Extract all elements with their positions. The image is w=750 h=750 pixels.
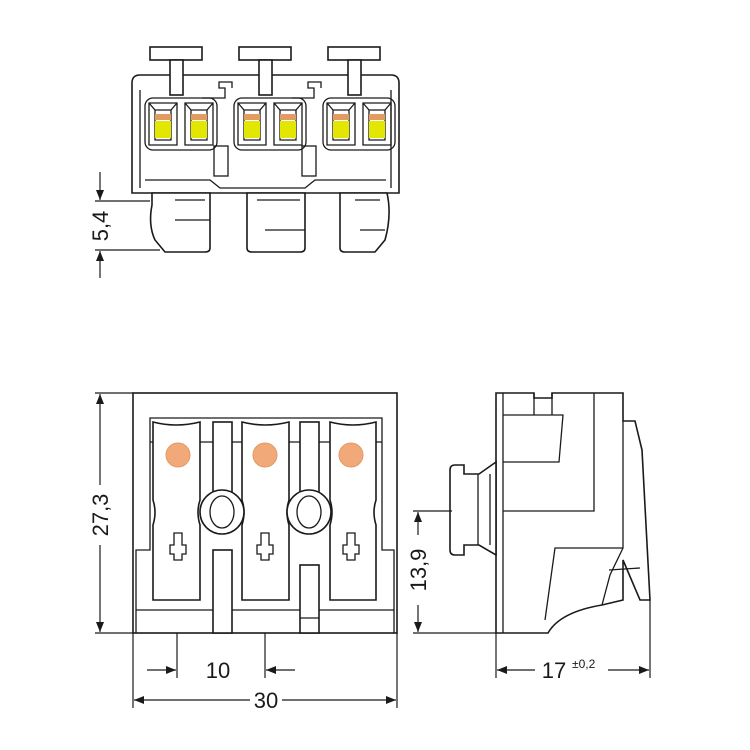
dimension-label-depth: 17 xyxy=(542,658,566,683)
contact-stripe xyxy=(333,114,349,120)
dimension-label-top-offset: 5,4 xyxy=(88,211,113,242)
front-view: 27,3 10 30 xyxy=(88,392,398,713)
top-view: 5,4 xyxy=(88,46,400,278)
dimension-pitch: 10 xyxy=(147,633,295,683)
contact-indicator xyxy=(280,121,296,138)
release-buttons xyxy=(149,46,381,61)
contact-stripe xyxy=(280,114,296,120)
wire-entry-windows xyxy=(144,97,396,151)
contact-indicator xyxy=(369,121,385,138)
screw-slots xyxy=(199,421,332,634)
dimension-label-pitch: 10 xyxy=(206,658,230,683)
dimension-width: 30 xyxy=(132,633,398,713)
mounting-plug xyxy=(449,460,497,557)
contact-indicator xyxy=(155,121,171,138)
contact-indicator xyxy=(191,121,207,138)
side-view: 13,9 17 ±0,2 xyxy=(406,392,651,683)
contact-stripe xyxy=(191,114,207,120)
pin-symbols xyxy=(169,532,360,561)
contact-stripe xyxy=(244,114,260,120)
dimension-label-mount-height: 13,9 xyxy=(406,549,431,592)
contact-stripe xyxy=(369,114,385,120)
test-markers xyxy=(165,442,364,468)
contact-indicator xyxy=(244,121,260,138)
terminals xyxy=(152,420,377,601)
mounting-feet xyxy=(149,192,390,253)
dimension-depth: 17 ±0,2 xyxy=(495,600,651,683)
dimension-top-offset: 5,4 xyxy=(88,172,160,278)
dimension-label-width: 30 xyxy=(254,688,278,713)
contact-indicator xyxy=(333,121,349,138)
dimension-mount-height: 13,9 xyxy=(406,510,496,634)
dimension-height: 27,3 xyxy=(88,392,133,634)
contact-stripe xyxy=(155,114,171,120)
dimension-label-height: 27,3 xyxy=(88,494,113,537)
button-stems xyxy=(169,59,362,96)
dimension-label-depth-tolerance: ±0,2 xyxy=(572,657,596,671)
